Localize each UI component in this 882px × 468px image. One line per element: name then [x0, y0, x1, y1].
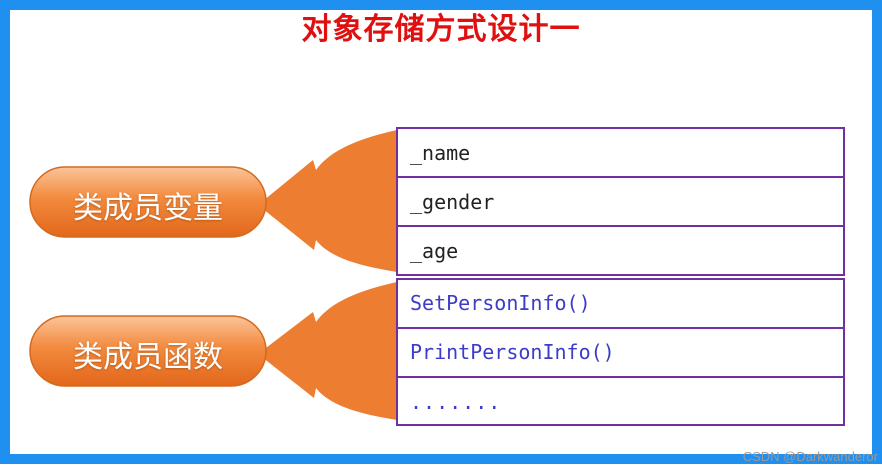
group-label-variables: 类成员变量 — [73, 191, 223, 226]
table-row: _gender — [410, 190, 495, 214]
functions-block — [396, 278, 845, 426]
table-row: _age — [410, 239, 459, 263]
arrow-variables — [258, 130, 397, 272]
table-row: ....... — [410, 390, 502, 414]
arrow-functions — [258, 282, 397, 420]
pill-class-member-variables — [29, 166, 267, 238]
pill-class-member-functions — [29, 315, 267, 387]
group-label-functions: 类成员函数 — [73, 340, 223, 375]
diagram-title: 对象存储方式设计一 — [301, 12, 581, 47]
table-row: PrintPersonInfo() — [410, 340, 615, 364]
table-row: SetPersonInfo() — [410, 291, 591, 315]
watermark: CSDN @Darkwanderor — [742, 449, 878, 464]
variables-block — [396, 127, 845, 276]
table-row: _name — [410, 141, 471, 165]
